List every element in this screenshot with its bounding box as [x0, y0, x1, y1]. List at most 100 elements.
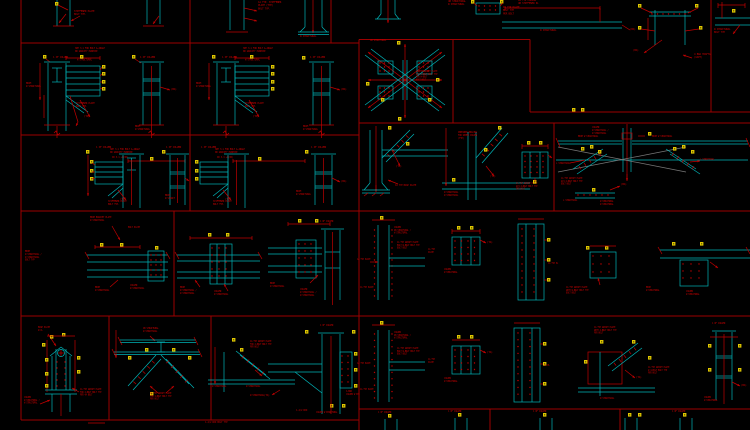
svg-text:W STRUCTURAL: W STRUCTURAL [212, 385, 227, 388]
svg-text:COLUMN W STRUCTURAL: COLUMN W STRUCTURAL [316, 411, 338, 414]
svg-text:DO 3.1 +4(OR): DO 3.1 +4(OR) [217, 156, 233, 159]
svg-text:1 OF COLUMN: 1 OF COLUMN [96, 145, 112, 149]
detail-tall-splice-plate-2: 1A PL [513, 322, 551, 403]
svg-text:(BA): (BA) [633, 48, 639, 52]
svg-text:1 OF COLUMN: 1 OF COLUMN [140, 55, 156, 59]
svg-text:W STRUCTURAL: W STRUCTURAL [600, 397, 615, 400]
svg-text:W STRUCTURAL: W STRUCTURAL [300, 34, 317, 38]
svg-text:L STRUCTURAL: L STRUCTURAL [556, 162, 571, 165]
svg-text:1 OF COLUMN: 1 OF COLUMN [166, 145, 182, 149]
svg-text:1A TYP PL: 1A TYP PL [548, 262, 559, 265]
svg-text:1 OF COLUMN: 1 OF COLUMN [448, 410, 462, 413]
svg-text:4B STRUCTURAL: 4B STRUCTURAL [370, 39, 387, 42]
svg-text:(TA): (TA) [487, 350, 493, 354]
svg-text:1 OF COLUMN: 1 OF COLUMN [311, 145, 327, 149]
svg-text:(TA): (TA) [84, 114, 90, 118]
svg-text:1 OF COLUMN: 1 OF COLUMN [201, 145, 217, 149]
svg-text:W STRUCTURAL: W STRUCTURAL [246, 385, 261, 388]
svg-text:1 OF COLUMN: 1 OF COLUMN [53, 55, 69, 59]
svg-text:1A TYP PLATE: 1A TYP PLATE [357, 362, 371, 365]
svg-text:1A TYP BASE PLATE: 1A TYP BASE PLATE [395, 184, 417, 187]
svg-text:(BA): (BA) [341, 87, 347, 91]
svg-text:(BA): (BA) [171, 87, 177, 91]
svg-text:(TA): (TA) [490, 174, 496, 178]
svg-text:1-4/2 ROD: 1-4/2 ROD [296, 409, 308, 412]
detail-top-right-bucket-detail: (BA) [633, 4, 703, 54]
svg-text:4 BRA TRAFTA(GSPT): 4 BRA TRAFTA(GSPT) [694, 52, 711, 59]
svg-text:1 OF COLUMN: 1 OF COLUMN [320, 220, 334, 223]
svg-text:BEAM W STRUCTURAL: BEAM W STRUCTURAL [652, 135, 673, 138]
detail-top-strip-column-base-e [375, 0, 401, 23]
svg-text:L STRUCTURAL: L STRUCTURAL [563, 199, 578, 202]
detail-tall-splice-plate-1: 1A TYP PL [517, 218, 559, 301]
svg-text:1 OF COLUMN: 1 OF COLUMN [310, 55, 326, 59]
svg-text:L STRUCTURAL: L STRUCTURAL [700, 158, 715, 161]
detail-top-strip-column-base-d: W STRUCTURAL [298, 0, 329, 38]
svg-text:1 OF COLUMN: 1 OF COLUMN [320, 324, 334, 327]
svg-text:1 OF COLUMN: 1 OF COLUMN [222, 55, 238, 59]
svg-text:1-4/2 ROD BOLT TYP: 1-4/2 ROD BOLT TYP [205, 421, 228, 424]
svg-text:1 OF COLUMN: 1 OF COLUMN [672, 410, 686, 413]
svg-text:(BA): (BA) [341, 179, 347, 183]
svg-text:DO 3.1 +4(OR): DO 3.1 +4(OR) [112, 156, 128, 159]
svg-text:(TA): (TA) [396, 164, 402, 168]
svg-text:(TA): (TA) [225, 197, 231, 201]
svg-text:W STRUCTURAL: W STRUCTURAL [245, 59, 261, 62]
